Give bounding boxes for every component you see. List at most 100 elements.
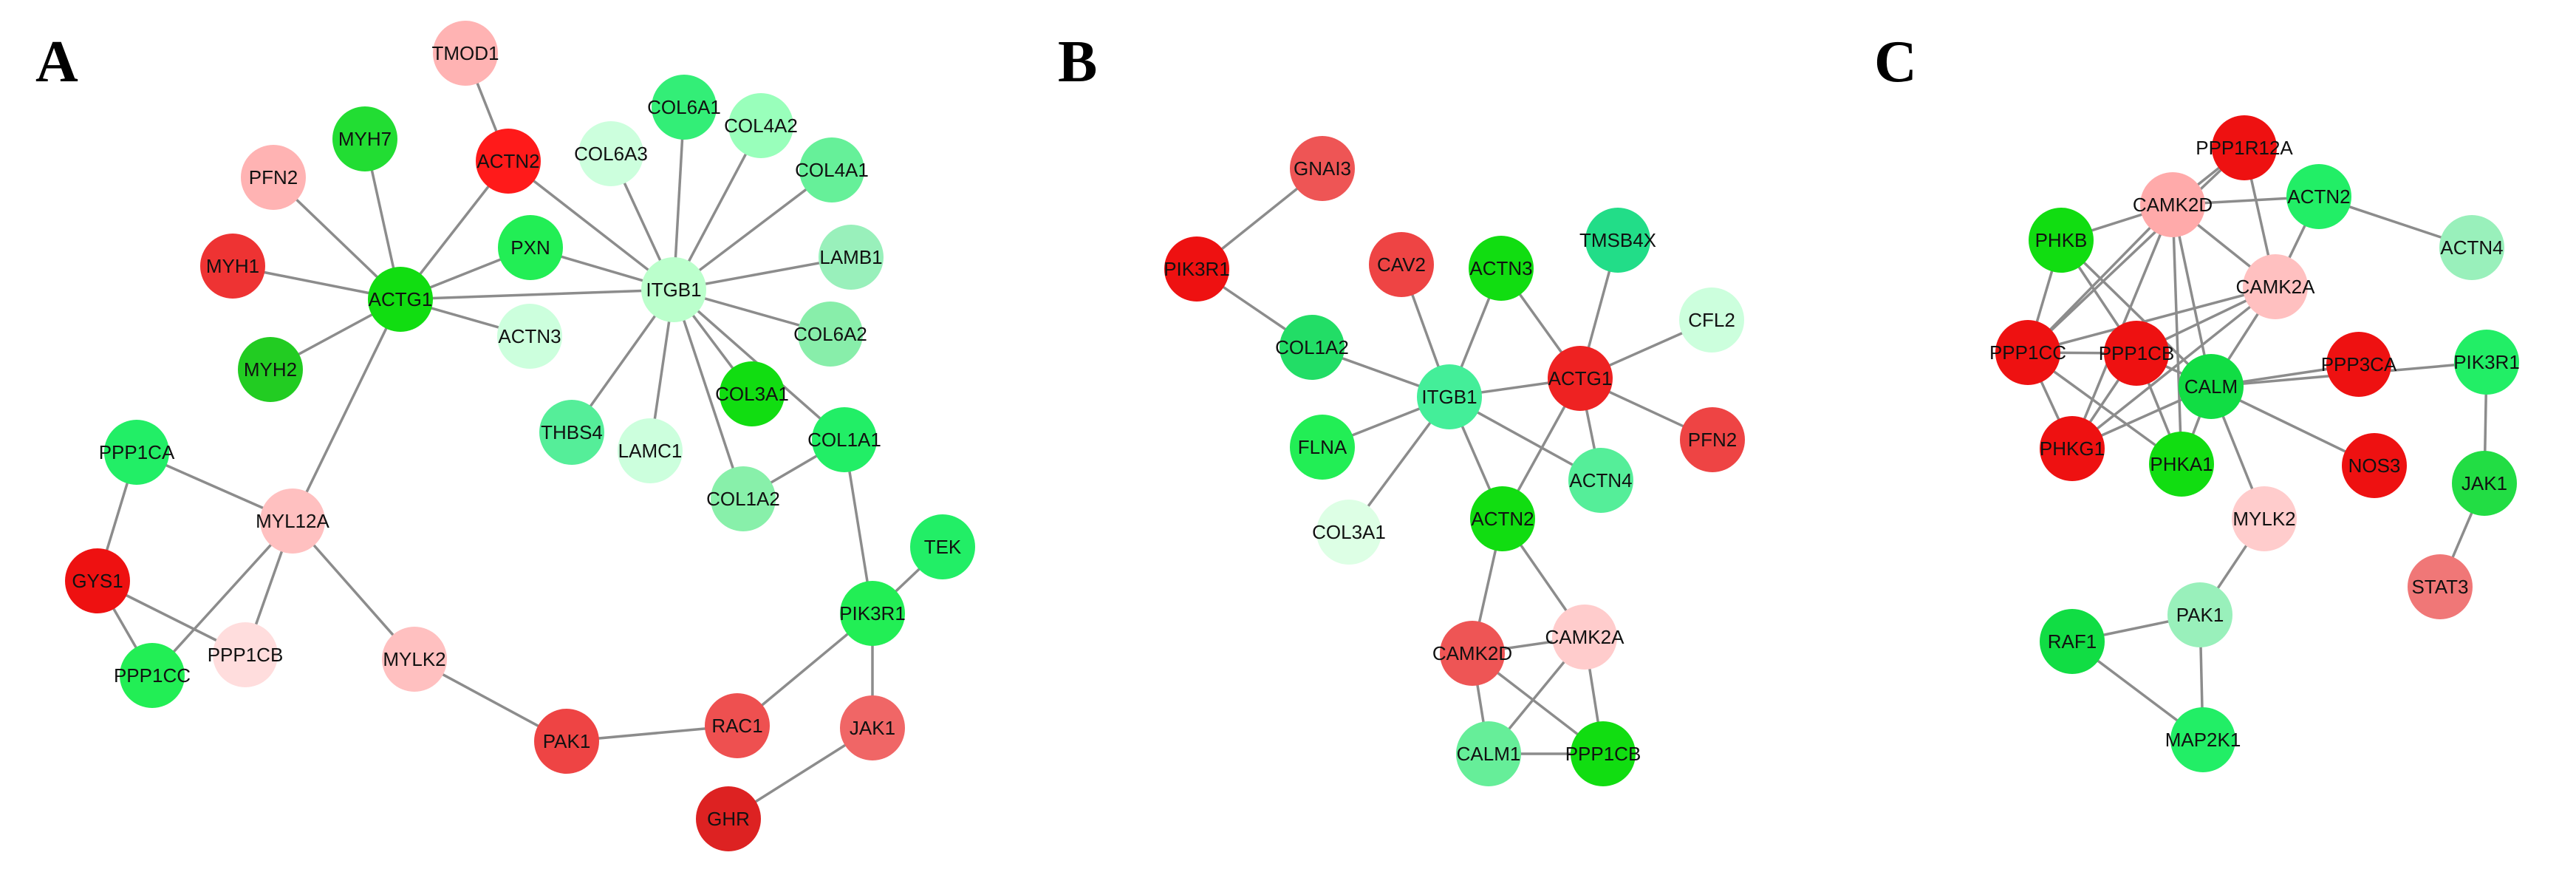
node-label: PPP1CB xyxy=(2099,342,2175,364)
edge-myl12a-ppp1cc xyxy=(151,520,294,677)
node-calm1: CALM1 xyxy=(1456,721,1521,786)
node-label: COL3A1 xyxy=(715,383,789,405)
node-label: JAK1 xyxy=(850,717,895,739)
node-circle xyxy=(497,304,562,369)
node-circle xyxy=(2326,332,2391,397)
node-circle xyxy=(2408,554,2473,619)
node-gys1: GYS1 xyxy=(65,548,130,613)
edge-col4a1-itgb1 xyxy=(672,168,833,291)
node-jak1: JAK1 xyxy=(840,695,905,760)
node-circle xyxy=(260,488,325,554)
node-label: MYH7 xyxy=(338,128,392,150)
node-label: ACTN4 xyxy=(2440,236,2503,259)
node-ppp1r12a: PPP1R12A xyxy=(2196,115,2293,180)
node-circle xyxy=(2140,172,2205,237)
node-col1a2: COL1A2 xyxy=(1275,315,1349,380)
node-circle xyxy=(711,466,776,531)
node-circle xyxy=(2232,486,2297,551)
node-circle xyxy=(578,121,643,186)
node-ppp1cc: PPP1CC xyxy=(114,643,191,708)
node-circle xyxy=(382,627,447,692)
node-circle xyxy=(104,420,169,485)
node-circle xyxy=(910,514,975,579)
node-label: PPP3CA xyxy=(2321,353,2397,375)
node-label: ACTN3 xyxy=(1469,257,1532,279)
node-ppp1cb: PPP1CB xyxy=(1565,721,1641,786)
node-label: PFN2 xyxy=(1688,429,1737,451)
node-circle xyxy=(1417,364,1482,429)
node-circle xyxy=(1456,721,1521,786)
node-camk2a: CAMK2A xyxy=(2236,254,2315,319)
edge-phkb-calm xyxy=(2060,239,2213,388)
node-circle xyxy=(2179,354,2244,419)
node-circle xyxy=(1679,287,1744,353)
node-tek: TEK xyxy=(910,514,975,579)
node-circle xyxy=(241,145,306,210)
node-label: ACTG1 xyxy=(1548,367,1613,389)
node-ppp1ca: PPP1CA xyxy=(99,420,175,485)
node-circle xyxy=(2454,330,2519,395)
node-actn4: ACTN4 xyxy=(1568,448,1633,513)
node-col1a2: COL1A2 xyxy=(706,466,780,531)
node-label: PHKG1 xyxy=(2040,438,2105,460)
node-circle xyxy=(2040,416,2105,481)
node-flna: FLNA xyxy=(1290,415,1355,480)
node-label: PXN xyxy=(510,236,550,259)
node-label: COL4A1 xyxy=(795,159,869,181)
node-circle xyxy=(652,75,717,140)
node-label: ITGB1 xyxy=(1421,386,1477,408)
node-label: PIK3R1 xyxy=(839,602,906,624)
node-circle xyxy=(1680,407,1745,472)
node-ppp1cb: PPP1CB xyxy=(2099,321,2175,386)
node-label: MYH1 xyxy=(206,255,259,277)
node-circle xyxy=(1469,236,1534,301)
node-label: JAK1 xyxy=(2461,472,2507,494)
node-stat3: STAT3 xyxy=(2408,554,2473,619)
node-circle xyxy=(2167,582,2232,647)
node-circle xyxy=(1290,136,1355,201)
edge-camk2a-ppp1cc xyxy=(2027,285,2276,354)
node-map2k1: MAP2K1 xyxy=(2165,707,2241,772)
node-circle xyxy=(120,643,185,708)
node-ppp1cc: PPP1CC xyxy=(1989,320,2066,385)
node-pak1: PAK1 xyxy=(2167,582,2232,647)
node-circle xyxy=(2286,164,2351,229)
node-label: FLNA xyxy=(1298,436,1347,458)
node-label: MYH2 xyxy=(244,358,297,381)
node-label: PFN2 xyxy=(249,166,298,188)
node-label: NOS3 xyxy=(2348,454,2401,477)
node-label: ACTN4 xyxy=(1569,469,1632,491)
node-circle xyxy=(1440,621,1505,686)
node-label: PPP1CA xyxy=(99,441,175,463)
node-label: COL6A1 xyxy=(647,96,721,118)
node-actn3: ACTN3 xyxy=(1469,236,1534,301)
node-circle xyxy=(433,21,498,86)
node-actg1: ACTG1 xyxy=(368,267,433,332)
node-label: ACTN3 xyxy=(498,325,561,347)
node-label: GNAI3 xyxy=(1294,157,1351,180)
node-circle xyxy=(498,215,563,280)
node-label: CALM1 xyxy=(1457,743,1521,765)
node-circle xyxy=(2342,433,2407,498)
node-label: ACTN2 xyxy=(2287,185,2350,208)
node-circle xyxy=(798,302,863,367)
node-label: COL4A2 xyxy=(724,115,798,137)
node-circle xyxy=(2452,451,2517,516)
node-label: STAT3 xyxy=(2411,576,2468,598)
node-pik3r1: PIK3R1 xyxy=(1164,236,1230,302)
node-ppp3ca: PPP3CA xyxy=(2321,332,2397,397)
node-circle xyxy=(1548,346,1613,411)
node-label: PPP1CC xyxy=(114,664,191,687)
node-circle xyxy=(534,709,599,774)
node-circle xyxy=(539,400,604,465)
node-nos3: NOS3 xyxy=(2342,433,2407,498)
node-circle xyxy=(618,418,683,483)
node-circle xyxy=(2040,609,2105,674)
node-label: THBS4 xyxy=(541,421,603,443)
node-label: COL6A2 xyxy=(793,323,867,345)
node-label: PIK3R1 xyxy=(1164,258,1230,280)
node-circle xyxy=(2149,432,2214,497)
node-col6a3: COL6A3 xyxy=(574,121,648,186)
node-myh7: MYH7 xyxy=(332,106,397,171)
node-circle xyxy=(65,548,130,613)
